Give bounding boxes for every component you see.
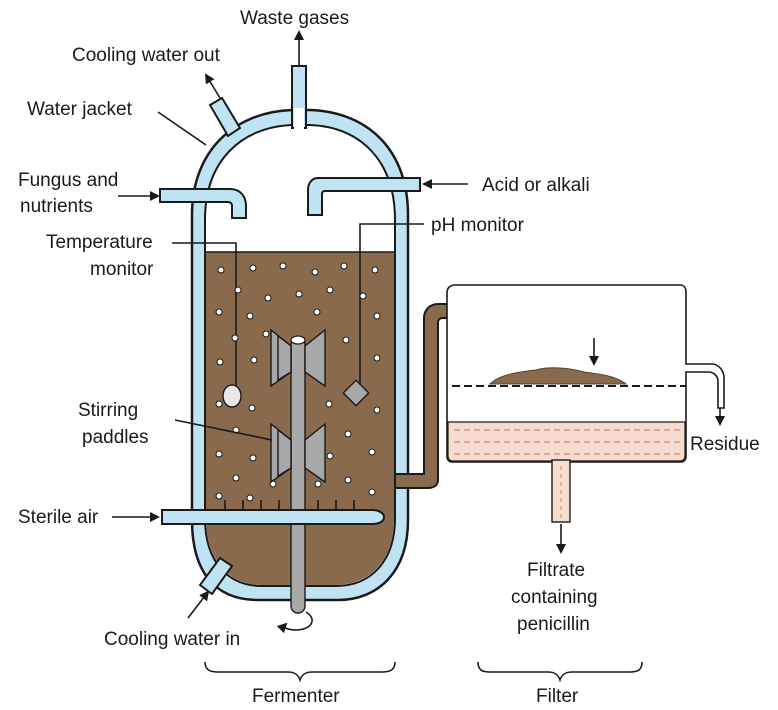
filtrate-label-1: Filtrate	[527, 560, 585, 581]
ph-monitor-label: pH monitor	[431, 215, 525, 236]
filtrate-dashes	[454, 429, 680, 455]
fermenter-label: Fermenter	[252, 686, 340, 707]
acid-alkali-pipe	[307, 177, 421, 216]
sterile-air-label: Sterile air	[18, 507, 99, 528]
waste-gases-label: Waste gases	[240, 8, 349, 29]
stirrer-shaft	[290, 337, 306, 614]
filtrate-label-2: containing	[511, 587, 598, 608]
water-jacket-label: Water jacket	[27, 99, 133, 120]
acid-or-alkali-label: Acid or alkali	[482, 175, 590, 196]
cooling-water-out-pipe	[208, 96, 242, 138]
water-jacket-leader	[157, 111, 207, 146]
temperature-label-2: monitor	[90, 259, 154, 280]
stirring-leader	[174, 419, 273, 441]
fermenter-vessel	[159, 65, 424, 634]
ph-probe	[359, 223, 424, 384]
cooling-in-arrow-icon	[187, 590, 210, 619]
lower-paddles	[270, 422, 326, 484]
fungus-inlet-pipe	[159, 188, 247, 219]
residue-mound	[488, 367, 628, 385]
rotation-arrow-icon	[276, 611, 313, 634]
filtrate-label-3: penicillin	[517, 614, 590, 635]
cooling-water-out-label: Cooling water out	[72, 45, 221, 66]
filter-label: Filter	[536, 686, 579, 707]
cooling-out-arrow-icon	[204, 73, 221, 99]
temperature-sensor	[222, 384, 242, 408]
residue-label: Residue	[690, 434, 760, 455]
stirring-label-2: paddles	[82, 427, 149, 448]
fermenter-brace	[204, 661, 396, 683]
sterile-air-sparger	[161, 500, 386, 525]
air-bubbles	[215, 262, 381, 502]
filter-brace	[477, 661, 643, 683]
temperature-label-1: Temperature	[46, 232, 153, 253]
stirring-label-1: Stirring	[78, 400, 138, 421]
fungus-label-2: nutrients	[20, 196, 93, 217]
cooling-water-in-label: Cooling water in	[104, 629, 240, 650]
filter-unit	[446, 284, 725, 554]
fungus-label-1: Fungus and	[18, 170, 118, 191]
ph-sensor	[342, 379, 370, 407]
upper-paddles	[270, 328, 326, 388]
